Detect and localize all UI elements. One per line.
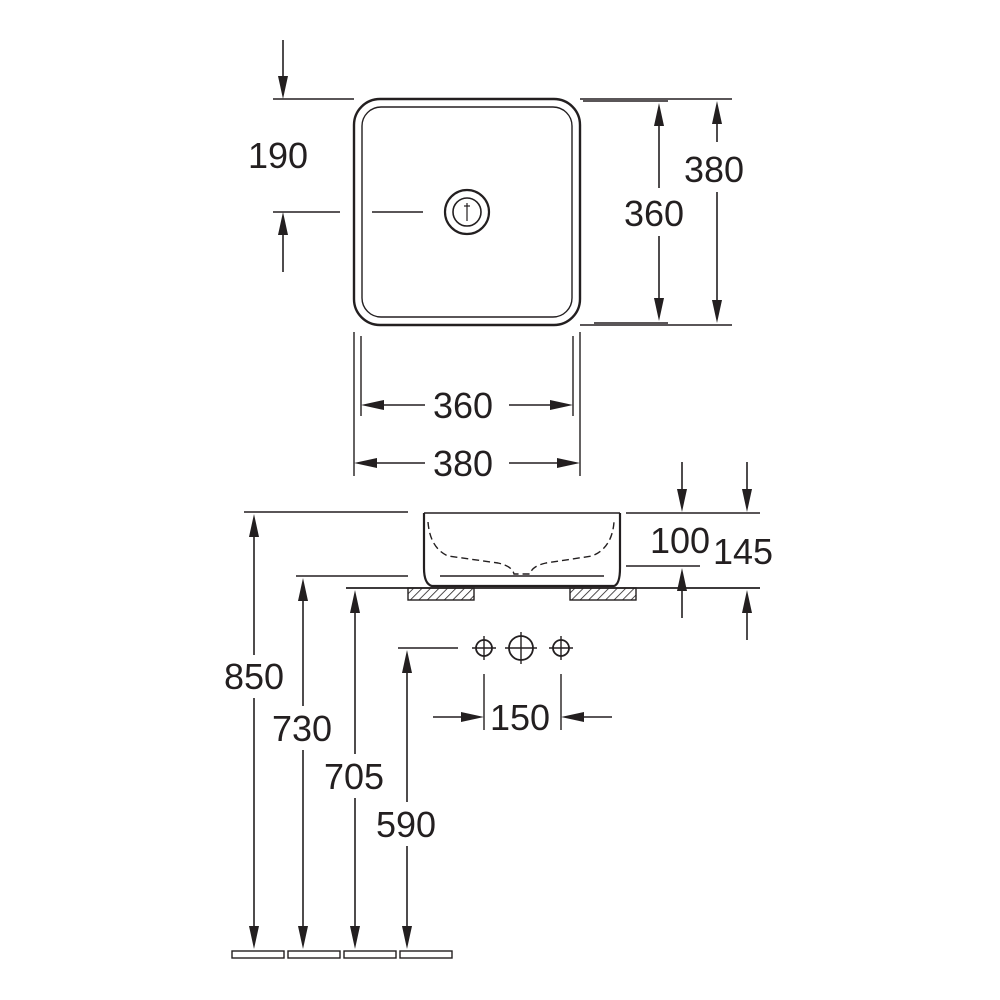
dim-vertical-right: 360 380 xyxy=(580,98,744,326)
countertop-left-section xyxy=(407,587,475,601)
dim-705-label: 705 xyxy=(324,756,384,797)
dim-145-label: 145 xyxy=(713,531,773,572)
dim-150: 150 xyxy=(433,674,612,738)
dim-190: 190 xyxy=(248,40,354,272)
dim-100-145: 100 145 xyxy=(626,462,773,640)
tap-hole-center-icon xyxy=(505,632,537,664)
dim-850-label: 850 xyxy=(224,656,284,697)
dim-705: 705 xyxy=(324,590,384,949)
dim-590: 590 xyxy=(376,650,436,949)
tap-hole-left-icon xyxy=(472,636,496,660)
dim-360-horizontal-label: 360 xyxy=(433,385,493,426)
tap-holes xyxy=(472,632,573,664)
dim-730-label: 730 xyxy=(272,708,332,749)
top-view: 190 360 380 xyxy=(248,40,744,484)
dim-190-label: 190 xyxy=(248,135,308,176)
floor xyxy=(231,950,453,959)
dim-100-label: 100 xyxy=(650,520,710,561)
dim-360-vertical-label: 360 xyxy=(624,193,684,234)
basin-hidden-bowl xyxy=(427,521,615,575)
dim-horizontal-below: 360 380 xyxy=(353,332,581,484)
dim-150-label: 150 xyxy=(490,697,550,738)
countertop-right-section xyxy=(569,587,637,601)
side-view: 850 730 705 590 xyxy=(224,462,773,959)
dim-380-horizontal-label: 380 xyxy=(433,443,493,484)
dim-850: 850 xyxy=(224,514,284,949)
drain-icon xyxy=(443,188,491,236)
basin-inner-outline xyxy=(361,106,573,318)
dim-380-vertical-label: 380 xyxy=(684,149,744,190)
basin-outer-outline xyxy=(352,97,582,327)
tap-hole-right-icon xyxy=(549,636,573,660)
dim-590-label: 590 xyxy=(376,804,436,845)
dim-730: 730 xyxy=(272,578,332,949)
basin-side-outline xyxy=(422,513,622,588)
